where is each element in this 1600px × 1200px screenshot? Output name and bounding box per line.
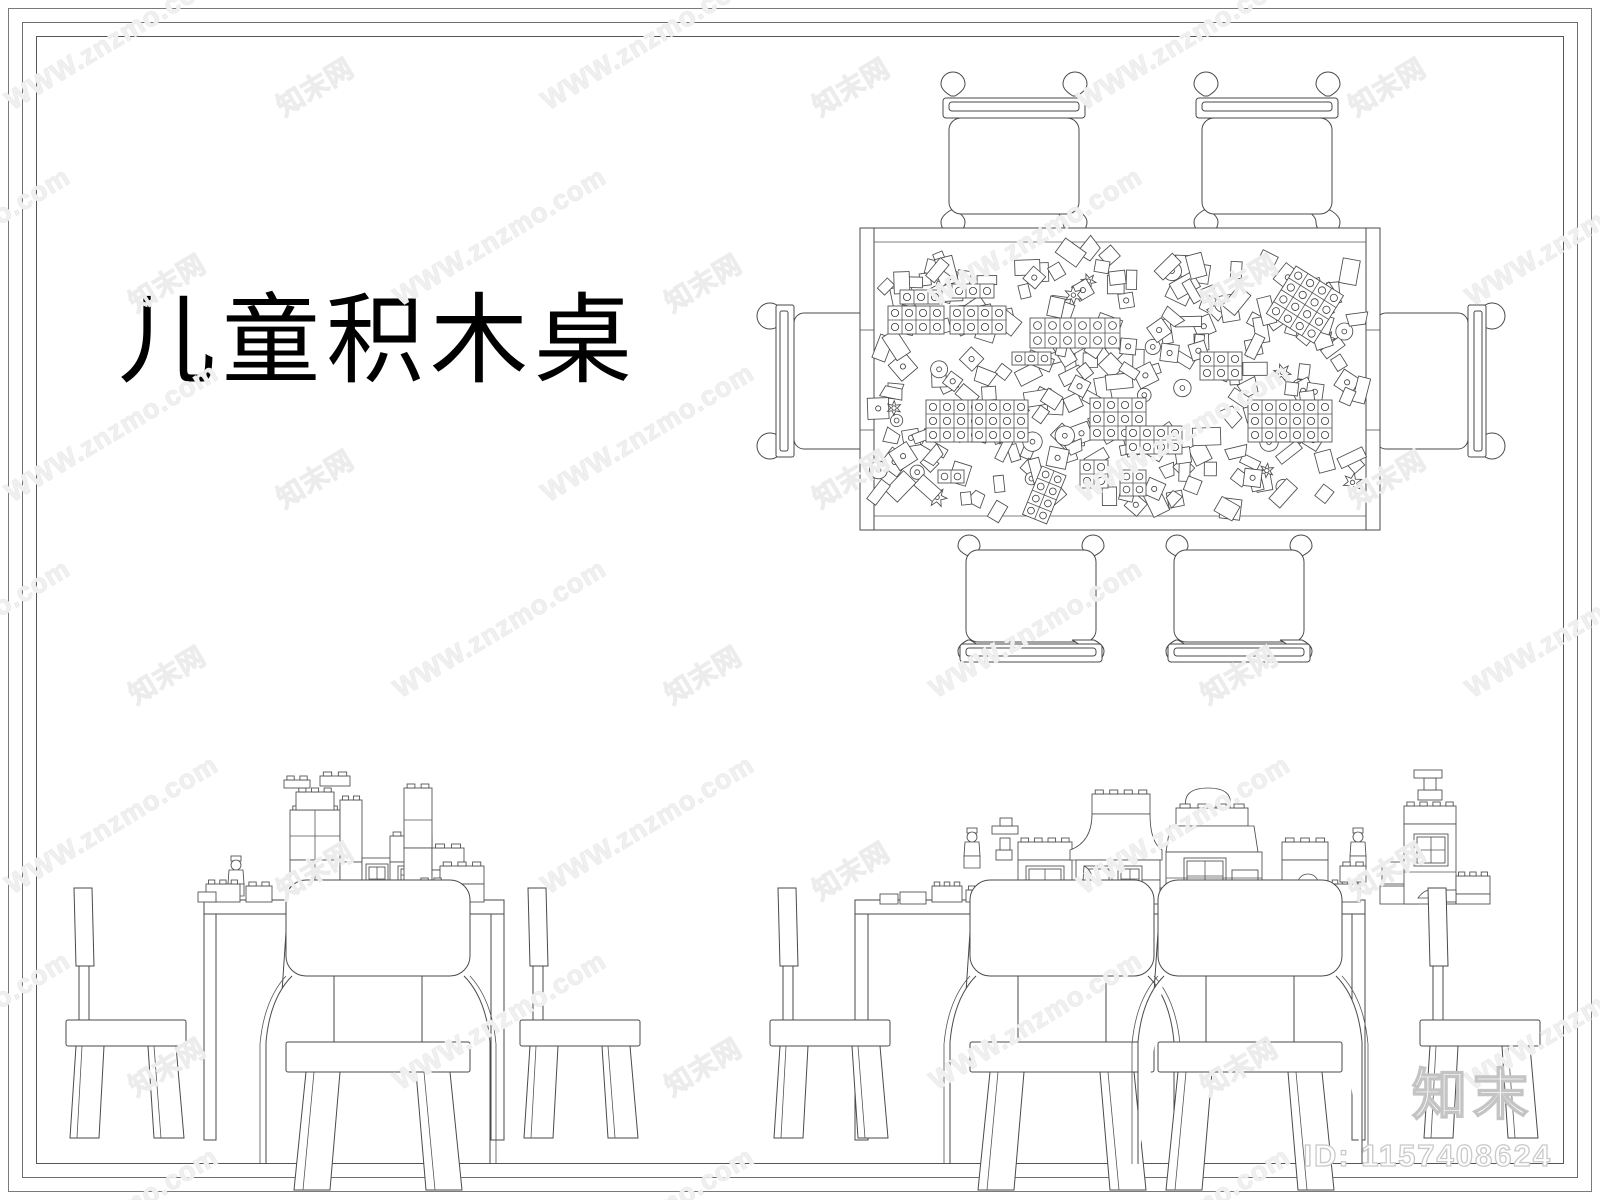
watermark-text: 知末网 <box>1343 444 1432 515</box>
watermark-text: 知末网 <box>659 248 748 319</box>
watermark-text: 知末网 <box>123 248 212 319</box>
frame-outer-border <box>8 8 1592 1192</box>
watermark-text: WWW.znzmo.com <box>0 749 224 901</box>
watermark-text: WWW.znzmo.com <box>1072 749 1296 901</box>
watermark-text: WWW.znzmo.com <box>536 1141 760 1200</box>
drawing-id: ID: 1157408624 <box>1303 1137 1552 1173</box>
watermark-text: WWW.znzmo.com <box>0 1141 224 1200</box>
site-logo: 知末 <box>1411 1062 1534 1128</box>
watermark-text: 知末网 <box>1195 248 1284 319</box>
watermark-text: WWW.znzmo.com <box>1460 553 1600 705</box>
watermark-text: WWW.znzmo.com <box>0 945 76 1097</box>
watermark-text: WWW.znzmo.com <box>1072 357 1296 509</box>
watermark-text: 知末网 <box>807 52 896 123</box>
watermark-text: 知末网 <box>271 444 360 515</box>
watermark-text: WWW.znzmo.com <box>536 0 760 116</box>
watermark-text: 知末网 <box>659 640 748 711</box>
watermark-text: 知末网 <box>1195 1032 1284 1103</box>
watermark-text: 知末网 <box>1343 836 1432 907</box>
watermark-text: 知末网 <box>123 640 212 711</box>
watermark-text: WWW.znzmo.com <box>0 0 224 116</box>
watermark-text: 知末网 <box>271 836 360 907</box>
frame-inner-border <box>36 36 1564 1164</box>
watermark-text: WWW.znzmo.com <box>924 553 1148 705</box>
watermark-text: 知末网 <box>1195 640 1284 711</box>
watermark-text: 知末网 <box>271 52 360 123</box>
watermark-text: WWW.znzmo.com <box>1072 0 1296 116</box>
watermark-text: WWW.znzmo.com <box>0 161 76 313</box>
watermark-text: WWW.znzmo.com <box>924 161 1148 313</box>
watermark-text: WWW.znzmo.com <box>536 749 760 901</box>
watermark-text: WWW.znzmo.com <box>924 945 1148 1097</box>
watermark-text: WWW.znzmo.com <box>0 357 224 509</box>
watermark-text: 知末网 <box>807 444 896 515</box>
drawing-title: 儿童积木桌 <box>118 284 639 398</box>
watermark-text: WWW.znzmo.com <box>388 161 612 313</box>
watermark-text: WWW.znzmo.com <box>0 553 76 705</box>
watermark-text: WWW.znzmo.com <box>388 553 612 705</box>
frame-middle-border <box>22 22 1578 1178</box>
watermark-text: WWW.znzmo.com <box>1072 1141 1296 1200</box>
watermark-text: 知末网 <box>659 1032 748 1103</box>
watermark-text: 知末网 <box>807 836 896 907</box>
watermark-text: 知末网 <box>123 1032 212 1103</box>
watermark-text: 知末网 <box>1343 52 1432 123</box>
watermark-text: WWW.znzmo.com <box>388 945 612 1097</box>
watermark-text: WWW.znzmo.com <box>536 357 760 509</box>
watermark-text: WWW.znzmo.com <box>1460 161 1600 313</box>
